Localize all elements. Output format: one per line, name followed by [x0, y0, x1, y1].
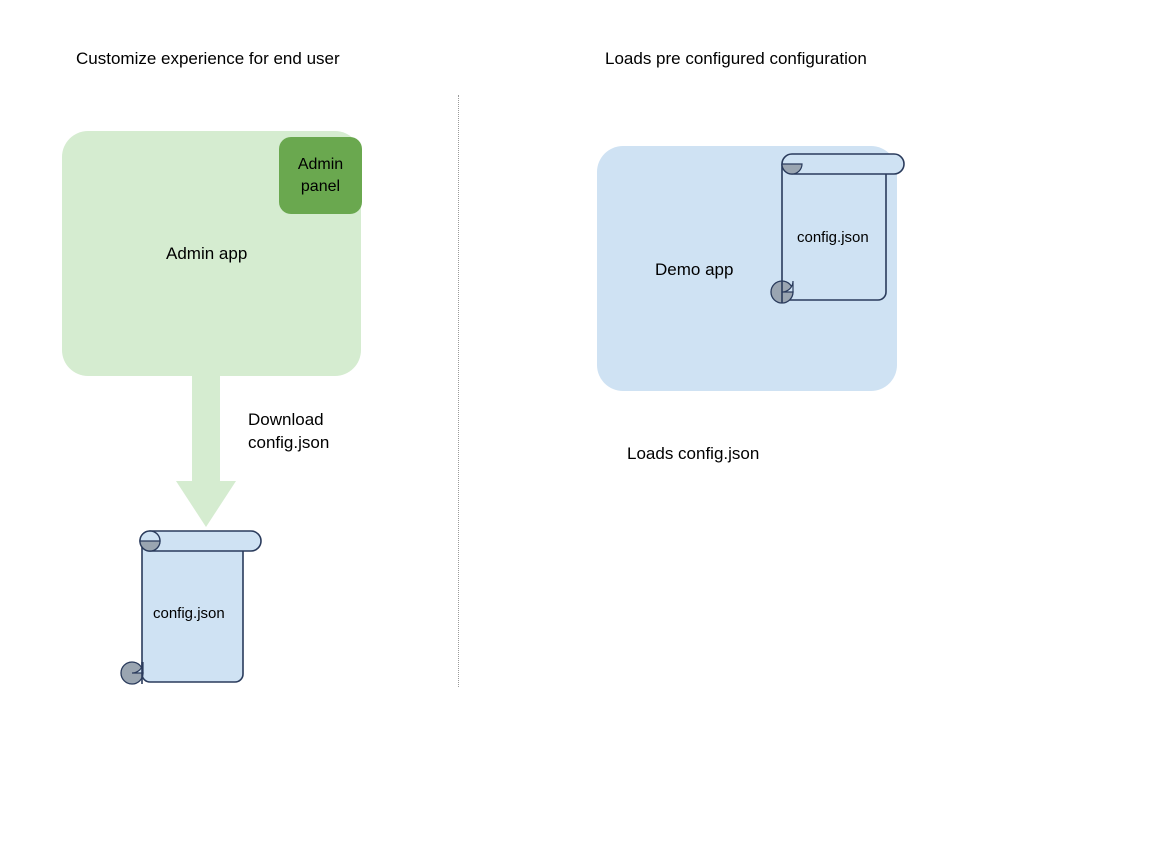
admin-panel-box[interactable]: Admin panel [279, 137, 362, 214]
loads-config-caption: Loads config.json [627, 444, 760, 463]
download-arrow-label-line1: Download [248, 410, 324, 429]
column-divider [458, 95, 459, 687]
demo-app-label: Demo app [655, 260, 734, 279]
config-json-label-right: config.json [797, 229, 869, 246]
download-arrow-label: Download config.json [248, 408, 329, 454]
config-json-label-left: config.json [153, 605, 225, 622]
admin-app-label: Admin app [166, 244, 248, 263]
scroll-top-curl-knob-right [781, 163, 803, 175]
admin-panel-label-line1: Admin [297, 155, 344, 173]
scroll-top-curl-knob-left [139, 540, 161, 552]
right-column-title: Loads pre configured configuration [605, 49, 867, 68]
left-column-title: Customize experience for end user [76, 49, 340, 68]
config-json-file-right[interactable]: config.json [770, 152, 912, 308]
admin-panel-label-line2: panel [300, 177, 341, 195]
scroll-top-curl-right [781, 153, 905, 175]
download-arrow-label-line2: config.json [248, 433, 330, 452]
download-arrow-shape [176, 368, 236, 527]
config-json-file-left[interactable]: config.json [118, 528, 268, 690]
download-arrow [175, 368, 237, 528]
